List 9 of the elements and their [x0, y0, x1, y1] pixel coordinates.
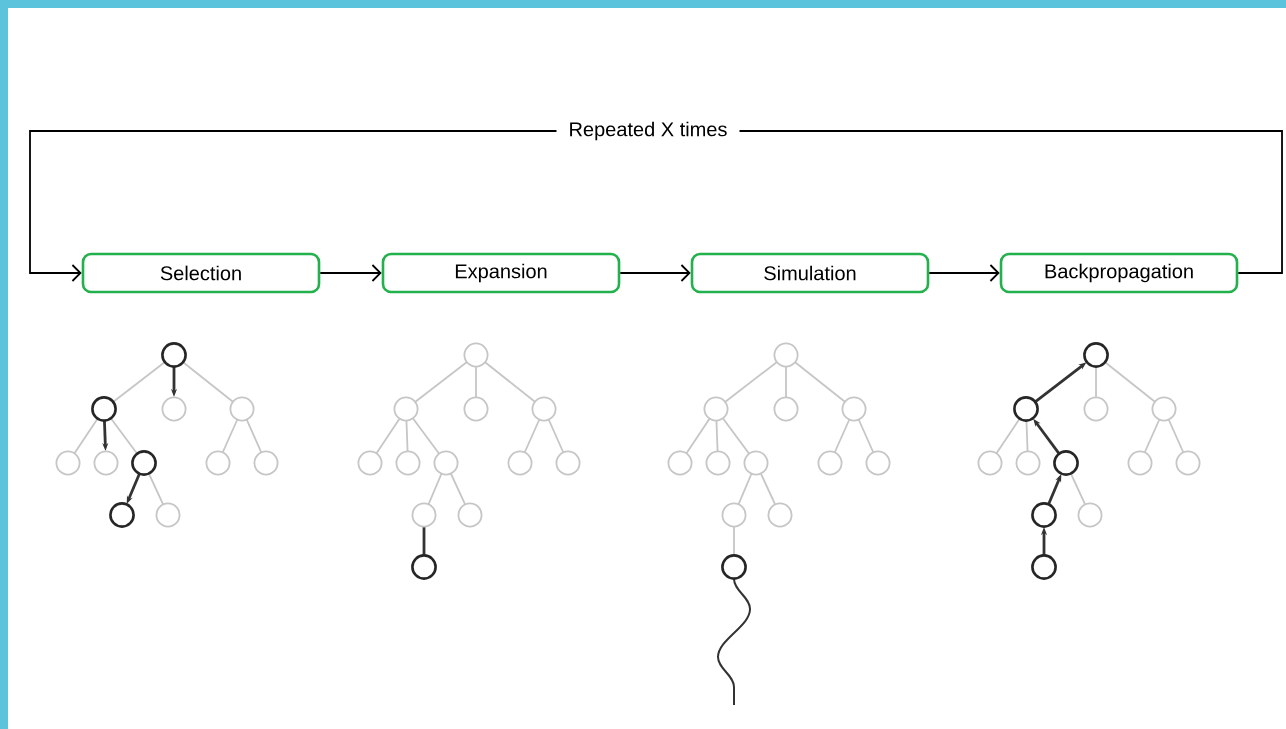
process-box: Selection [81, 252, 321, 294]
arrow [319, 264, 382, 282]
process-box: Backpropagation [999, 252, 1239, 294]
loop-arrow [29, 130, 1283, 282]
arrow [928, 264, 1000, 282]
arrow [619, 264, 691, 282]
process-box: Simulation [690, 252, 930, 294]
edge-label: Repeated X times [570, 121, 727, 141]
process-box: Expansion [381, 252, 621, 294]
